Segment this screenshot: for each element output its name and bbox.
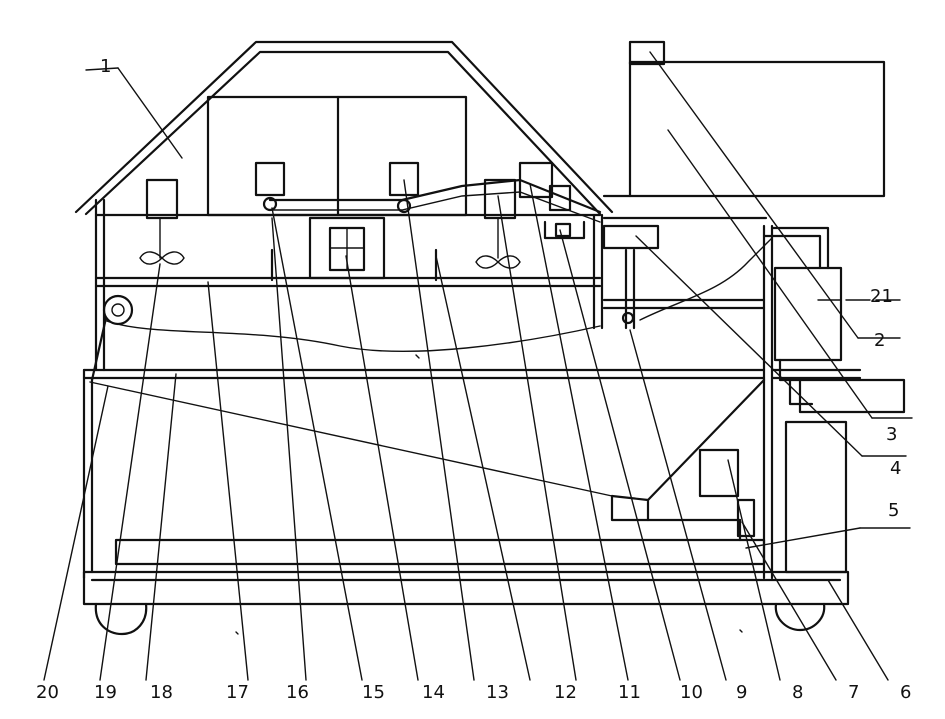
label-9: 9: [736, 682, 747, 703]
hopper: [89, 378, 766, 542]
label-10: 10: [680, 682, 703, 703]
label-16: 16: [286, 682, 309, 703]
label-14: 14: [422, 682, 445, 703]
upper-cabinet: [206, 95, 468, 217]
box-14: [388, 161, 420, 197]
label-12: 12: [554, 682, 577, 703]
roof: [74, 40, 614, 216]
right-column: [762, 224, 906, 580]
label-11: 11: [618, 682, 641, 703]
label-7: 7: [848, 682, 859, 703]
box-small: [548, 184, 572, 212]
label-17: 17: [226, 682, 249, 703]
device-10: [543, 220, 586, 240]
label-15: 15: [362, 682, 385, 703]
center-unit: [308, 216, 386, 280]
right-tower: [602, 40, 886, 330]
leader-lines: [43, 51, 913, 681]
label-20: 20: [36, 682, 59, 703]
mark: [739, 629, 743, 633]
label-1: 1: [100, 56, 111, 77]
label-6: 6: [900, 682, 911, 703]
pulley-belt: [90, 294, 601, 382]
fan-right: [475, 178, 521, 269]
wavy-line-right: [639, 237, 773, 321]
pipe: [262, 178, 602, 223]
mark: [235, 631, 239, 635]
lower-body: [82, 368, 862, 606]
upper-chamber: [94, 198, 604, 372]
label-4: 4: [890, 458, 901, 479]
labels: 1 21 2 3 4 5 20 19 18 17 16 15 14 13 12 …: [36, 56, 911, 703]
mark: [415, 354, 420, 359]
wheels: [94, 602, 826, 636]
label-5: 5: [888, 500, 899, 521]
fan-left: [139, 178, 185, 265]
label-8: 8: [792, 682, 803, 703]
label-13: 13: [486, 682, 509, 703]
box-16: [254, 161, 286, 197]
label-3: 3: [886, 424, 897, 445]
label-19: 19: [94, 682, 117, 703]
label-18: 18: [150, 682, 173, 703]
label-2: 2: [874, 330, 885, 351]
label-21: 21: [870, 286, 893, 307]
